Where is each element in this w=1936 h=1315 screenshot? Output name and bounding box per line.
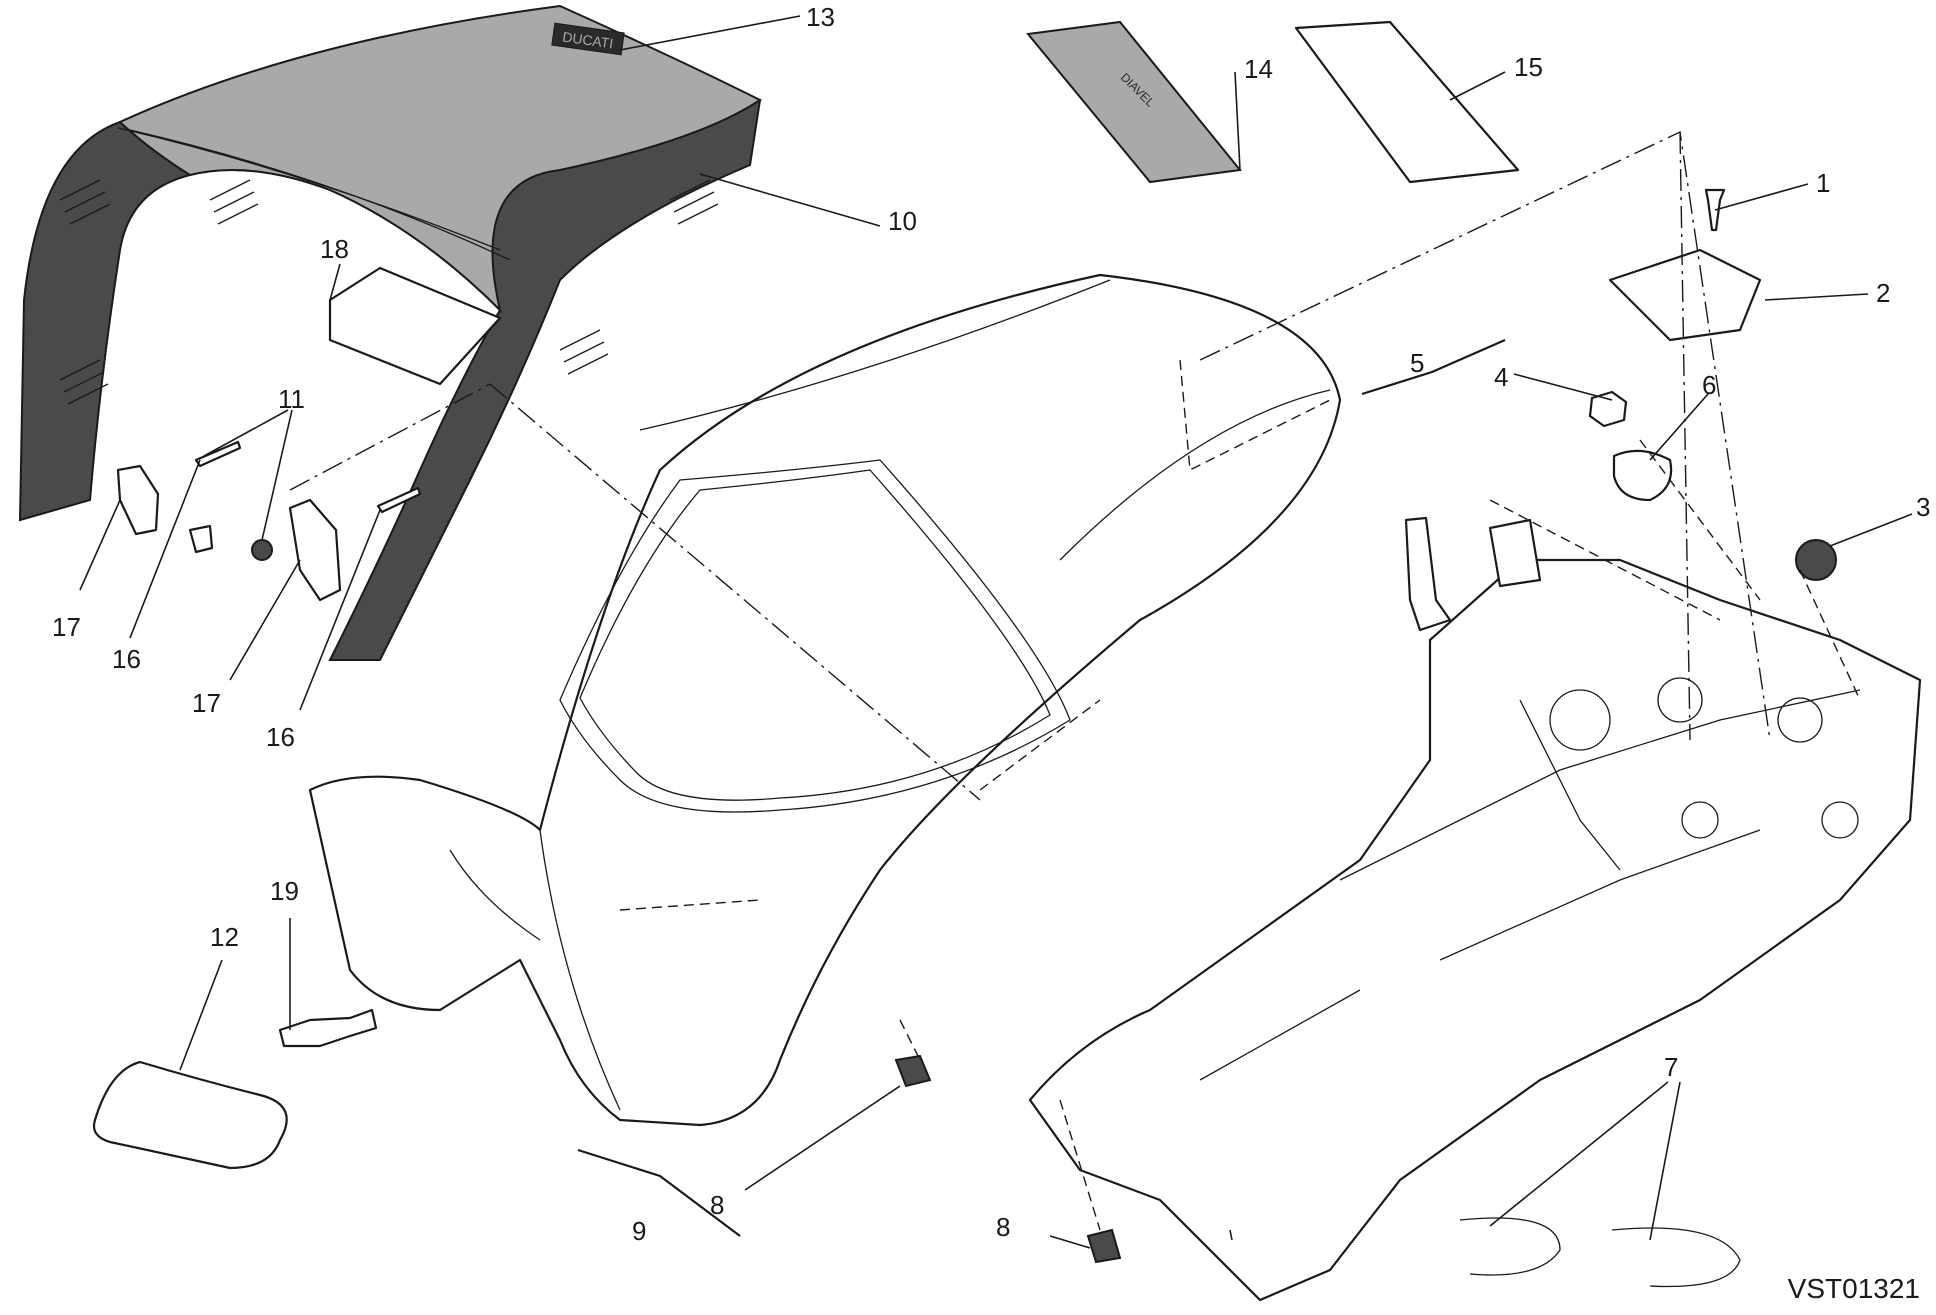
- callout-10: 10: [888, 206, 917, 236]
- callout-11: 11: [278, 384, 305, 414]
- leader-lines: [79, 15, 1913, 1249]
- seat-cover-part-10: DUCATI: [18, 4, 762, 661]
- manual-part-14: DIAVEL: [1026, 20, 1242, 184]
- seat-part-9: [308, 273, 1342, 1127]
- callout-13: 13: [806, 2, 835, 32]
- pad-part-18: [328, 266, 502, 386]
- callout-19: 19: [270, 876, 299, 906]
- callout-2: 2: [1876, 278, 1890, 308]
- callout-4: 4: [1494, 362, 1508, 392]
- rubber-part-8-b: [1086, 1228, 1122, 1264]
- callout-7: 7: [1664, 1052, 1678, 1082]
- hinge-part-17: [288, 498, 342, 602]
- callout-labels: 1 2 3 4 5 6 7 8 8 9 10 11 12 13 14 15 16…: [52, 2, 1930, 1246]
- key-part-5: [1404, 516, 1452, 632]
- seat-frame: [1028, 558, 1922, 1302]
- lock-part-5: [1488, 518, 1542, 588]
- callout-14: 14: [1244, 54, 1273, 84]
- drawing-id: VST01321: [1788, 1273, 1920, 1304]
- callout-3: 3: [1916, 492, 1930, 522]
- bolt-part-11-a: [188, 524, 214, 554]
- latch-part-2: [1608, 248, 1762, 342]
- nut-part-4: [1588, 390, 1628, 428]
- cable-part-7-b: [1611, 1227, 1741, 1288]
- ring-part-6: [1612, 449, 1673, 502]
- cable-part-7-a: [1459, 1217, 1561, 1276]
- callout-5: 5: [1410, 348, 1424, 378]
- pin-part-16-b: [376, 486, 422, 514]
- pin-part-16-a: [194, 440, 242, 468]
- brand-plate-text: DUCATI: [561, 29, 614, 52]
- callout-16a: 16: [112, 644, 141, 674]
- bracket-part-17: [116, 464, 160, 536]
- cushion-part-12: [92, 1060, 288, 1170]
- grommet-part-3: [1795, 539, 1837, 581]
- callout-8a: 8: [710, 1190, 724, 1220]
- callout-9: 9: [632, 1216, 646, 1246]
- hook-part-19: [278, 1008, 378, 1048]
- callout-15: 15: [1514, 52, 1543, 82]
- washer-part-11-b: [251, 539, 273, 561]
- callout-16b: 16: [266, 722, 295, 752]
- callout-1: 1: [1816, 168, 1830, 198]
- callout-17a: 17: [52, 612, 81, 642]
- callout-6: 6: [1702, 370, 1716, 400]
- manual-part-15: [1294, 20, 1520, 184]
- callout-17b: 17: [192, 688, 221, 718]
- callout-8b: 8: [996, 1212, 1010, 1242]
- callout-18: 18: [320, 234, 349, 264]
- callout-12: 12: [210, 922, 239, 952]
- rubber-part-8-a: [894, 1054, 932, 1088]
